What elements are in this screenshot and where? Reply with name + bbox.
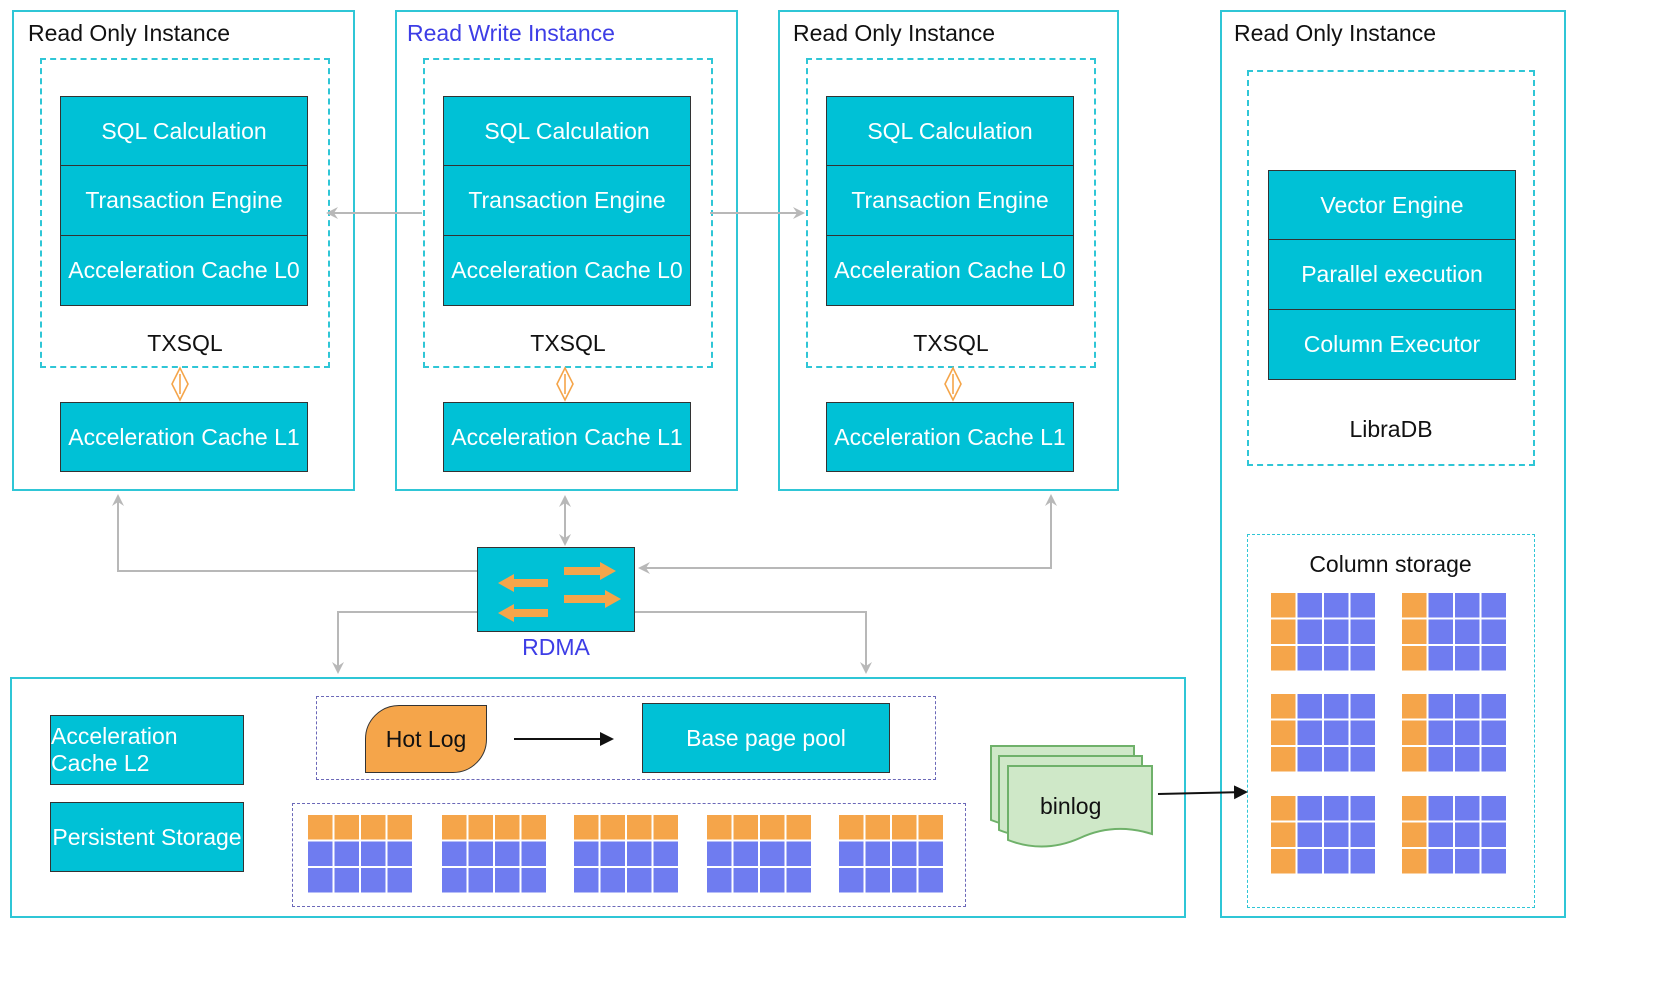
rdma-switch [477,547,635,632]
engine-stack: SQL Calculation Transaction Engine Accel… [443,96,691,306]
binlog-label: binlog [1040,793,1102,819]
engine-stack: SQL Calculation Transaction Engine Accel… [826,96,1074,306]
engine-stack: SQL Calculation Transaction Engine Accel… [60,96,308,306]
column-executor-layer: Column Executor [1303,330,1481,357]
cache-l0-layer: Acceleration Cache L0 [68,256,300,283]
sql-calculation-layer: SQL Calculation [827,97,1073,167]
txsql-container: SQL Calculation Transaction Engine Accel… [806,58,1096,368]
txsql-container: SQL Calculation Transaction Engine Accel… [423,58,713,368]
read-only-instance-1: Read Only Instance SQL Calculation Trans… [12,10,355,491]
rdma-arrows-icon [498,562,621,622]
column-storage-container: Column storage [1247,534,1535,908]
sql-calculation-layer: SQL Calculation [444,97,690,167]
hot-log-group: Hot Log Base page pool [316,696,936,780]
storage-grids [306,591,1508,895]
transaction-engine-layer: Transaction Engine [61,166,307,236]
instance-title: Read Only Instance [793,20,996,46]
instance-title: Read Only Instance [28,20,231,46]
libradb-instance: Read Only Instance Vector Engine Paralle… [1220,10,1566,918]
txsql-container: SQL Calculation Transaction Engine Accel… [40,58,330,368]
column-storage-label: Column storage [1309,551,1472,577]
txsql-label: TXSQL [147,330,223,356]
cache-l2-box: Acceleration Cache L2 [50,715,244,785]
libradb-container: Vector Engine Parallel execution Column … [1247,70,1535,466]
txsql-label: TXSQL [913,330,989,356]
sql-calculation-layer: SQL Calculation [61,97,307,167]
instance-title: Read Only Instance [1234,20,1437,46]
parallel-execution-layer: Parallel execution [1269,240,1515,310]
libradb-label: LibraDB [1349,416,1433,442]
cache-l1-box: Acceleration Cache L1 [60,402,308,472]
persistent-storage-box: Persistent Storage [50,802,244,872]
vector-engine-layer: Vector Engine [1269,171,1515,241]
cache-l0-layer: Acceleration Cache L0 [451,256,683,283]
binlog-document-icon [990,745,1153,848]
shared-storage-layer: Acceleration Cache L2 Persistent Storage… [10,677,1186,918]
libradb-engine-stack: Vector Engine Parallel execution Column … [1268,170,1516,380]
transaction-engine-layer: Transaction Engine [827,166,1073,236]
base-page-pool-box: Base page pool [642,703,890,773]
txsql-label: TXSQL [530,330,606,356]
instance-title: Read Write Instance [407,20,615,46]
cache-l1-box: Acceleration Cache L1 [826,402,1074,472]
arrow-right-icon [514,732,614,746]
transaction-engine-layer: Transaction Engine [444,166,690,236]
cache-l1-box: Acceleration Cache L1 [443,402,691,472]
hot-log-shape: Hot Log [365,705,487,773]
hot-log-label: Hot Log [385,725,467,752]
cache-l0-layer: Acceleration Cache L0 [834,256,1066,283]
page-blocks-group [292,803,966,907]
read-only-instance-2: Read Only Instance SQL Calculation Trans… [778,10,1119,491]
rdma-label: RDMA [522,634,590,660]
read-write-instance: Read Write Instance SQL Calculation Tran… [395,10,738,491]
